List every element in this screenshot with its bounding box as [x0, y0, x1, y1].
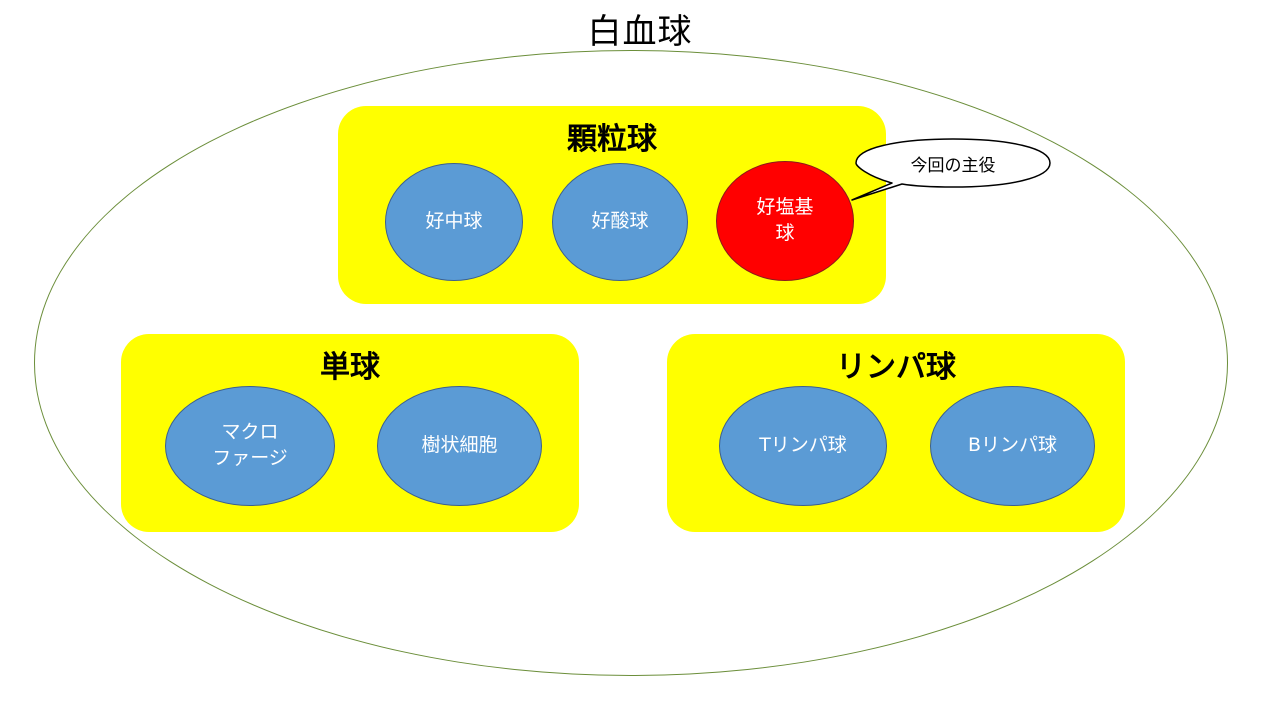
group-label-granulocyte: 顆粒球 [567, 122, 657, 157]
group-label-monocyte: 単球 [320, 350, 380, 385]
cell-label-b-lymphocyte: Bリンパ球 [967, 434, 1058, 457]
cell-neutrophil: 好中球 [385, 163, 523, 281]
group-label-lymphocyte: リンパ球 [836, 350, 956, 385]
cell-label-dendritic: 樹状細胞 [421, 434, 498, 457]
diagram-title: 白血球 [587, 12, 693, 52]
cell-label-eosinophil: 好酸球 [591, 210, 649, 233]
cell-label-basophil: 好塩基 球 [756, 196, 814, 244]
callout-text: 今回の主役 [910, 155, 996, 176]
cell-basophil: 好塩基 球 [716, 161, 854, 281]
callout-bubble [851, 138, 1051, 201]
cell-eosinophil: 好酸球 [552, 163, 688, 281]
cell-macrophage: マクロ ファージ [165, 386, 335, 506]
cell-dendritic: 樹状細胞 [377, 386, 542, 506]
cell-label-neutrophil: 好中球 [425, 210, 483, 233]
cell-label-t-lymphocyte: Tリンパ球 [759, 434, 847, 457]
cell-t-lymphocyte: Tリンパ球 [719, 386, 887, 506]
white-blood-cell-ellipse [34, 50, 1228, 676]
cell-label-macrophage: マクロ ファージ [212, 421, 288, 469]
cell-b-lymphocyte: Bリンパ球 [930, 386, 1095, 506]
